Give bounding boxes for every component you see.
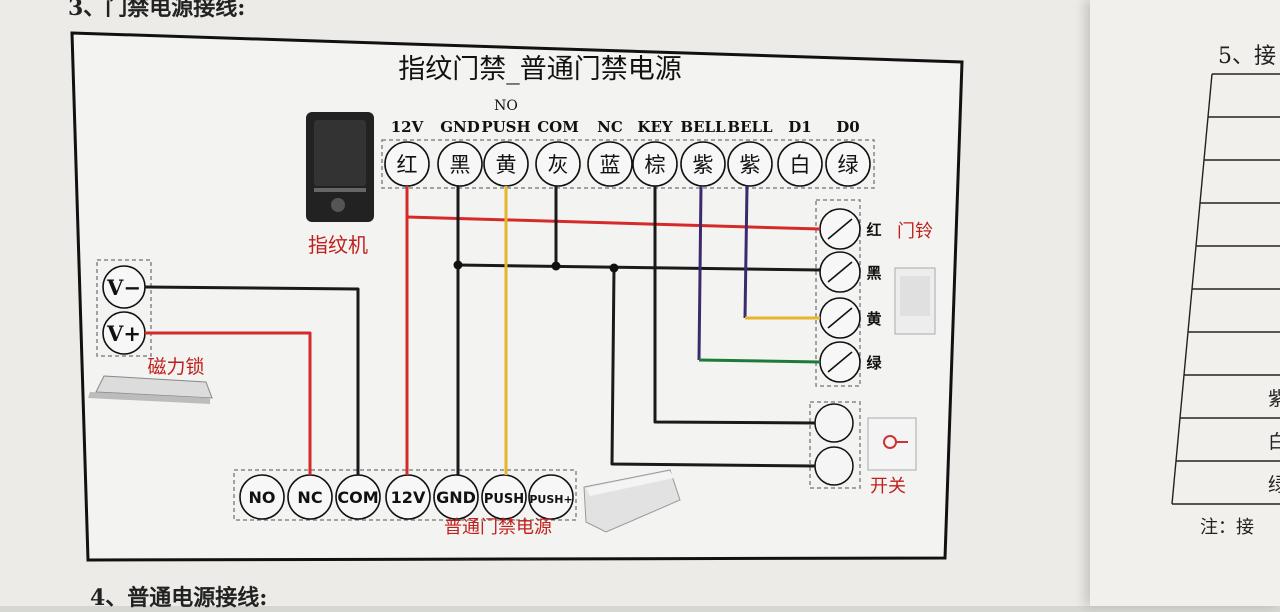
power-terminal-label-5: PUSH (484, 492, 524, 507)
top-terminal-color-5: 棕 (645, 153, 666, 177)
fingerprint-reader-icon (306, 112, 374, 222)
top-terminal-4 (587, 141, 633, 187)
power-terminal-label-0: NO (249, 488, 276, 507)
bell-terminal-label-3: 绿 (866, 354, 882, 372)
top-terminal-label-8: D1 (788, 118, 811, 136)
section-3-heading: 3、门禁电源接线: (68, 0, 246, 21)
top-terminal-label2-2: NO (494, 98, 518, 114)
lock-label: 磁力锁 (147, 356, 204, 378)
power-terminal-label-2: COM (337, 488, 378, 507)
top-terminal-color-8: 白 (790, 153, 811, 177)
bell-terminal-strip (815, 199, 861, 387)
wire-junction-0 (453, 260, 463, 270)
switch-terminal-strip (809, 401, 861, 489)
bell-terminal-slot-2 (827, 307, 853, 329)
power-terminal-label-6: PUSH+ (529, 493, 572, 506)
lock-terminal-label-0: V− (106, 275, 141, 300)
wire-bell1 (697, 185, 703, 361)
magnetic-lock-icon (88, 375, 213, 404)
top-terminal-color-3: 灰 (548, 153, 569, 177)
right-table-cell-9: 绿 (1268, 474, 1280, 496)
wire-bell1-green (698, 358, 821, 364)
right-table-cell-8: 白 (1268, 431, 1280, 453)
wire-gnd-bus (457, 263, 821, 272)
wire-bell2 (743, 185, 749, 319)
top-terminal-label-3: COM (537, 118, 579, 136)
top-terminal-color-2: 黄 (496, 153, 517, 177)
power-supply-icon (583, 469, 681, 533)
diagram-title: 指纹门禁_普通门禁电源 (398, 54, 682, 85)
right-page-note: 注：接 (1200, 517, 1254, 538)
wire-switch-gnd (610, 267, 816, 468)
manual-page-right (1090, 0, 1280, 606)
wire-12v-bell (406, 215, 821, 231)
top-terminal-color-1: 黑 (450, 153, 471, 177)
bell-terminal-slot-0 (827, 218, 853, 240)
right-page-heading: 5、接 (1218, 44, 1276, 69)
right-table-left-border (1171, 73, 1213, 505)
reader-label: 指纹机 (308, 233, 368, 257)
top-terminal-color-6: 紫 (693, 153, 714, 177)
switch-terminal-2 (814, 446, 854, 486)
top-terminal-label-2: PUSH (481, 118, 530, 136)
bell-terminal-label-2: 黄 (866, 310, 881, 328)
doorbell-label: 门铃 (897, 221, 933, 242)
top-terminal-strip (381, 139, 875, 189)
top-terminal-label-7: BELL (727, 118, 773, 136)
power-terminal-4 (433, 474, 479, 520)
top-terminal-label-0: 12V (391, 118, 424, 136)
top-terminal-label-1: GND (440, 118, 480, 136)
top-terminal-label-4: NC (597, 118, 623, 136)
top-terminal-color-7: 紫 (740, 153, 761, 177)
wire-lock-vplus (145, 331, 312, 475)
power-terminal-6 (528, 474, 574, 520)
top-terminal-3 (535, 141, 581, 187)
top-terminal-8 (777, 141, 823, 187)
top-terminal-9 (825, 141, 871, 187)
top-terminal-color-9: 绿 (838, 153, 859, 177)
power-terminal-strip (233, 469, 577, 521)
power-terminal-0 (239, 474, 285, 520)
doorbell-icon (894, 267, 936, 335)
power-terminal-label-3: 12V (391, 488, 426, 507)
top-terminal-color-4: 蓝 (600, 153, 621, 177)
top-terminal-7 (727, 141, 773, 187)
lock-terminal-strip (96, 259, 152, 357)
top-terminal-label-6: BELL (680, 118, 726, 136)
bell-terminal-label-0: 红 (866, 221, 881, 239)
switch-label: 开关 (870, 476, 906, 497)
wire-junction-1 (551, 261, 561, 271)
top-terminal-6 (680, 141, 726, 187)
wire-key (653, 186, 816, 425)
switch-terminal-1 (814, 403, 854, 443)
top-terminal-color-0: 红 (397, 153, 418, 177)
right-table-cell-7: 紫 (1268, 388, 1280, 410)
wire-lock-vminus (144, 285, 360, 475)
top-terminal-label-9: D0 (836, 118, 859, 136)
exit-switch-icon (867, 417, 917, 471)
top-terminal-label-5: KEY (637, 118, 672, 136)
power-terminal-label-4: GND (436, 488, 476, 507)
power-terminal-label-1: NC (297, 488, 322, 507)
wire-junction-2 (609, 263, 619, 273)
bell-terminal-slot-1 (827, 261, 853, 283)
bell-terminal-label-1: 黑 (866, 264, 881, 282)
top-terminal-1 (437, 141, 483, 187)
power-label: 普通门禁电源 (444, 517, 552, 538)
power-terminal-5 (481, 474, 527, 520)
bell-terminal-slot-3 (827, 351, 853, 373)
lock-terminal-label-1: V+ (106, 321, 141, 346)
